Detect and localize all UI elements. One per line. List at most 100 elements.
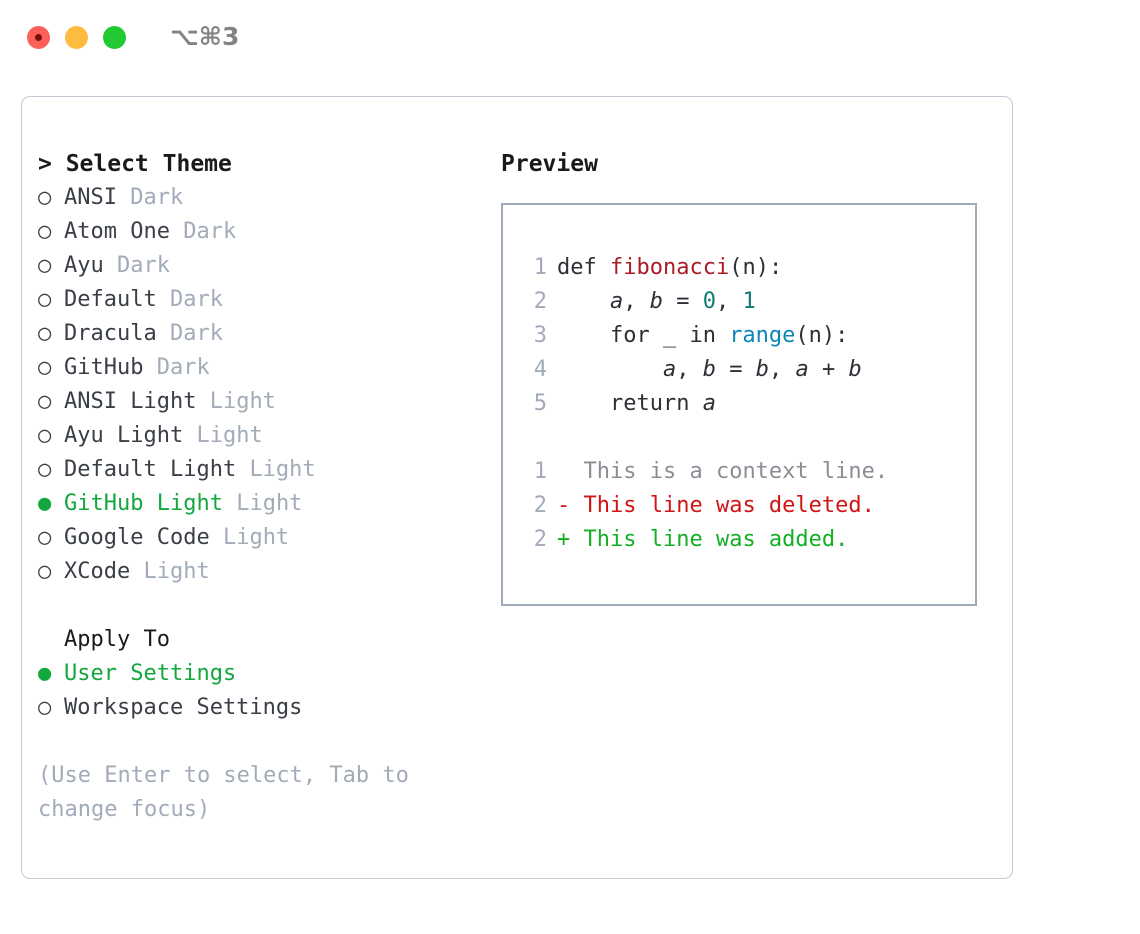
apply-to-option-user-settings[interactable]: ● User Settings: [38, 657, 478, 691]
theme-option-xcode[interactable]: ○ XCode Light: [38, 555, 478, 589]
theme-option-kind: Light: [236, 491, 303, 516]
theme-option-name: Atom One: [64, 219, 170, 244]
code-token-kw: return: [557, 391, 703, 416]
theme-option-default-light[interactable]: ○Default Light Light: [38, 453, 478, 487]
theme-option-name: XCode: [64, 559, 131, 584]
theme-option-kind: Dark: [130, 185, 184, 210]
code-token-kw: (n):: [795, 323, 849, 348]
main-panel: > Select Theme ○ANSI Dark○Atom One Dark○…: [21, 96, 1013, 879]
line-number: 3: [533, 323, 547, 348]
theme-option-ayu-light[interactable]: ○Ayu Light Light: [38, 419, 478, 453]
radio-empty-icon: ○: [38, 457, 52, 482]
diff-text: This line was deleted.: [583, 493, 875, 518]
theme-list: ○ANSI Dark○Atom One Dark○Ayu Dark○Defaul…: [38, 181, 478, 589]
code-token-kw: =: [662, 289, 703, 314]
spacer: [157, 287, 170, 312]
apply-to-option-name: Workspace Settings: [64, 695, 303, 720]
spacer: [236, 457, 249, 482]
radio-selected-icon: ●: [38, 661, 52, 686]
theme-option-name: Ayu Light: [64, 423, 184, 448]
spacer: [104, 253, 117, 278]
theme-option-kind: Dark: [169, 287, 223, 312]
theme-option-name: ANSI Light: [64, 389, 197, 414]
theme-option-github-light[interactable]: ●GitHub Light Light: [38, 487, 478, 521]
close-window-button[interactable]: [27, 26, 50, 49]
title-bar: ⌥⌘3: [0, 0, 1140, 76]
apply-to-option-workspace-settings[interactable]: ○ Workspace Settings: [38, 691, 478, 725]
radio-empty-icon: ○: [38, 321, 52, 346]
code-token-call: range: [729, 323, 796, 348]
theme-picker-column: > Select Theme ○ANSI Dark○Atom One Dark○…: [38, 147, 478, 827]
diff-line-del: 2- This line was deleted.: [517, 489, 975, 523]
radio-empty-icon: ○: [38, 695, 52, 720]
diff-text: This line was added.: [583, 527, 849, 552]
spacer: [223, 491, 236, 516]
theme-option-name: Default: [64, 287, 157, 312]
code-token-kw: +: [808, 357, 849, 382]
radio-selected-icon: ●: [38, 491, 52, 516]
apply-to-option-name: User Settings: [64, 661, 237, 686]
radio-empty-icon: ○: [38, 525, 52, 550]
code-token-kw: ,: [715, 289, 743, 314]
spacer: [196, 389, 209, 414]
theme-option-name: Ayu: [64, 253, 104, 278]
maximize-window-button[interactable]: [103, 26, 126, 49]
code-token-var: b: [702, 357, 716, 382]
theme-option-name: Google Code: [64, 525, 210, 550]
theme-option-atom-one[interactable]: ○Atom One Dark: [38, 215, 478, 249]
radio-empty-icon: ○: [38, 253, 52, 278]
theme-option-kind: Dark: [156, 355, 210, 380]
spacer: [157, 321, 170, 346]
spacer: [183, 423, 196, 448]
help-text: (Use Enter to select, Tab to change focu…: [38, 763, 409, 822]
code-token-kw: [557, 289, 610, 314]
theme-option-google-code[interactable]: ○ Google Code Light: [38, 521, 478, 555]
list-spacer: [38, 589, 478, 623]
code-token-var: b: [755, 357, 769, 382]
line-number: 5: [533, 391, 547, 416]
theme-option-name: ANSI: [64, 185, 117, 210]
theme-option-name: Dracula: [64, 321, 157, 346]
diff-line-add: 2+ This line was added.: [517, 523, 975, 557]
theme-option-ayu[interactable]: ○Ayu Dark: [38, 249, 478, 283]
code-token-var: a: [702, 391, 716, 416]
code-token-kw: ,: [623, 289, 650, 314]
spacer: [210, 525, 223, 550]
theme-option-default[interactable]: ○ Default Dark: [38, 283, 478, 317]
diff-marker: +: [557, 527, 571, 552]
code-line: 5 return a: [517, 387, 975, 421]
spacer: [117, 185, 130, 210]
theme-option-dracula[interactable]: ○Dracula Dark: [38, 317, 478, 351]
spacer: [570, 459, 583, 484]
select-theme-header: > Select Theme: [38, 151, 232, 177]
apply-to-option-list: ● User Settings ○ Workspace Settings: [38, 657, 478, 725]
keyboard-shortcut-label: ⌥⌘3: [170, 22, 240, 51]
theme-option-ansi[interactable]: ○ANSI Dark: [38, 181, 478, 215]
code-diff-spacer: [517, 421, 975, 455]
code-token-kw: (n):: [729, 255, 783, 280]
theme-option-kind: Light: [143, 559, 210, 584]
spacer: [130, 559, 143, 584]
minimize-window-button[interactable]: [65, 26, 88, 49]
diff-line-ctx: 1 This is a context line.: [517, 455, 975, 489]
spacer: [570, 493, 583, 518]
theme-option-kind: Light: [222, 525, 290, 550]
code-token-var: a: [609, 289, 624, 314]
code-token-kw: ,: [676, 357, 703, 382]
theme-option-ansi-light[interactable]: ○ANSI Light Light: [38, 385, 478, 419]
radio-empty-icon: ○: [38, 559, 52, 584]
radio-empty-icon: ○: [38, 287, 52, 312]
spacer: [570, 527, 583, 552]
radio-empty-icon: ○: [38, 355, 52, 380]
code-token-kw: [557, 357, 663, 382]
apply-to-label: Apply To: [64, 627, 170, 652]
code-token-kw: =: [715, 357, 756, 382]
spacer: [143, 355, 156, 380]
theme-option-kind: Light: [196, 423, 263, 448]
traffic-light-group: [27, 26, 126, 49]
theme-option-github[interactable]: ○GitHub Dark: [38, 351, 478, 385]
